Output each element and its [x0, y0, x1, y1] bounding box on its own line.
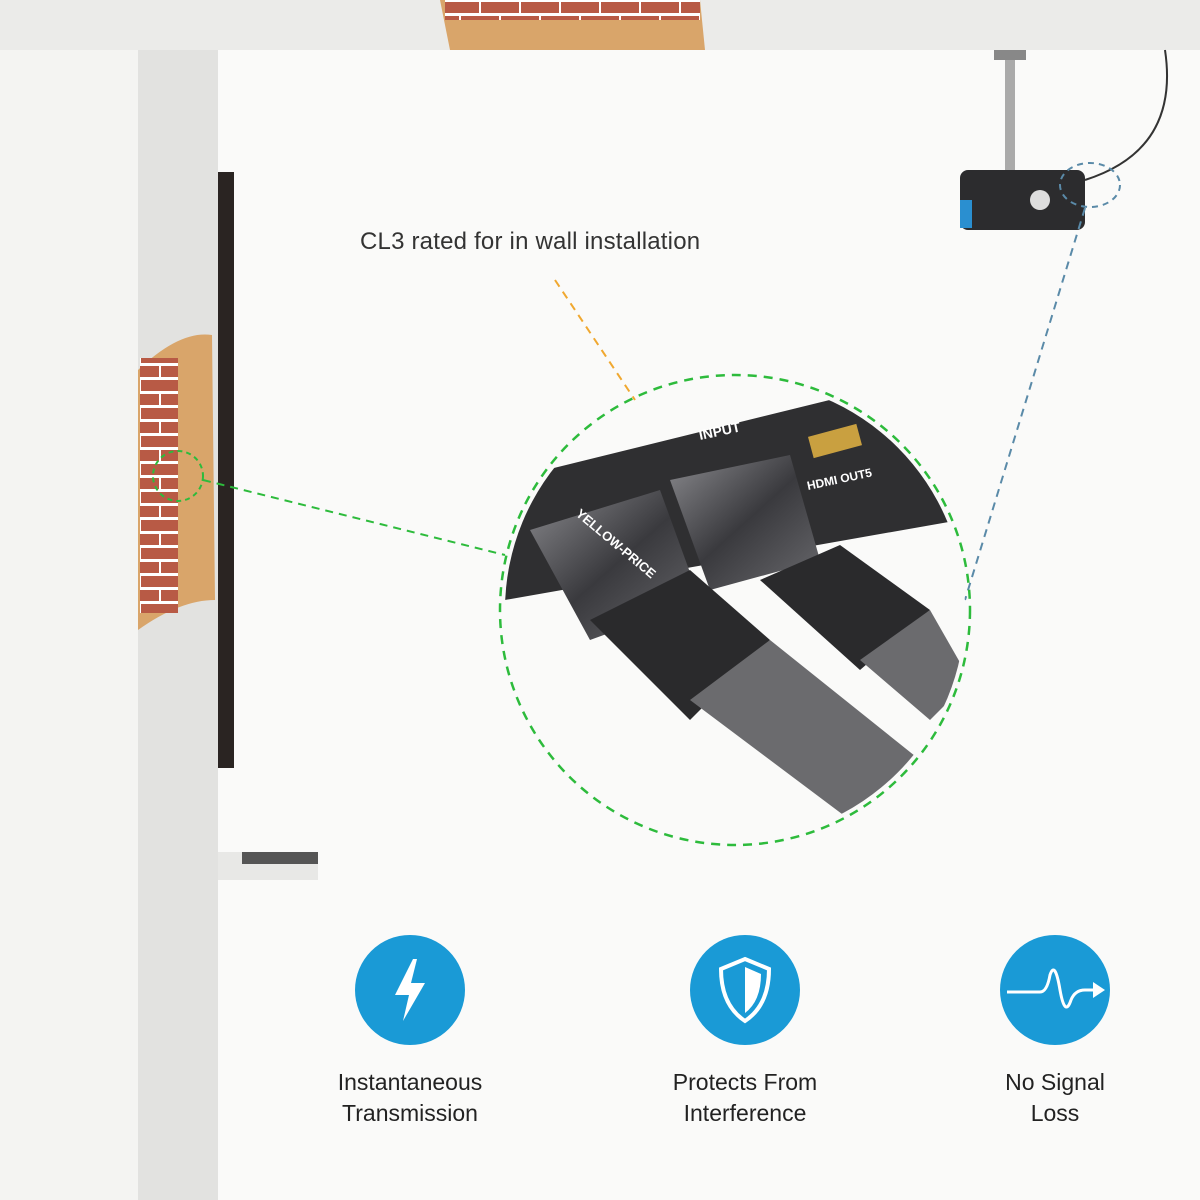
feature-label: No Signal Loss — [1005, 1069, 1105, 1126]
wall-pillar — [138, 50, 218, 1200]
magnified-connector-view: INPUT HDMI OUT5 YELLOW-PRICE — [505, 380, 965, 840]
feature-label: Protects From Interference — [672, 1069, 818, 1126]
feature-instantaneous-transmission: Instantaneous Transmission — [290, 935, 530, 1129]
left-wall — [0, 50, 138, 1200]
projector — [960, 49, 1169, 230]
shield-icon — [690, 935, 800, 1045]
feature-protects-interference: Protects From Interference — [625, 935, 865, 1129]
feature-no-signal-loss: No Signal Loss — [935, 935, 1175, 1129]
signal-wave-icon — [1000, 935, 1110, 1045]
cl3-callout-text: CL3 rated for in wall installation — [360, 228, 701, 255]
feature-label: Instantaneous Transmission — [337, 1069, 483, 1126]
tv-screen — [218, 172, 234, 768]
lightning-icon — [355, 935, 465, 1045]
